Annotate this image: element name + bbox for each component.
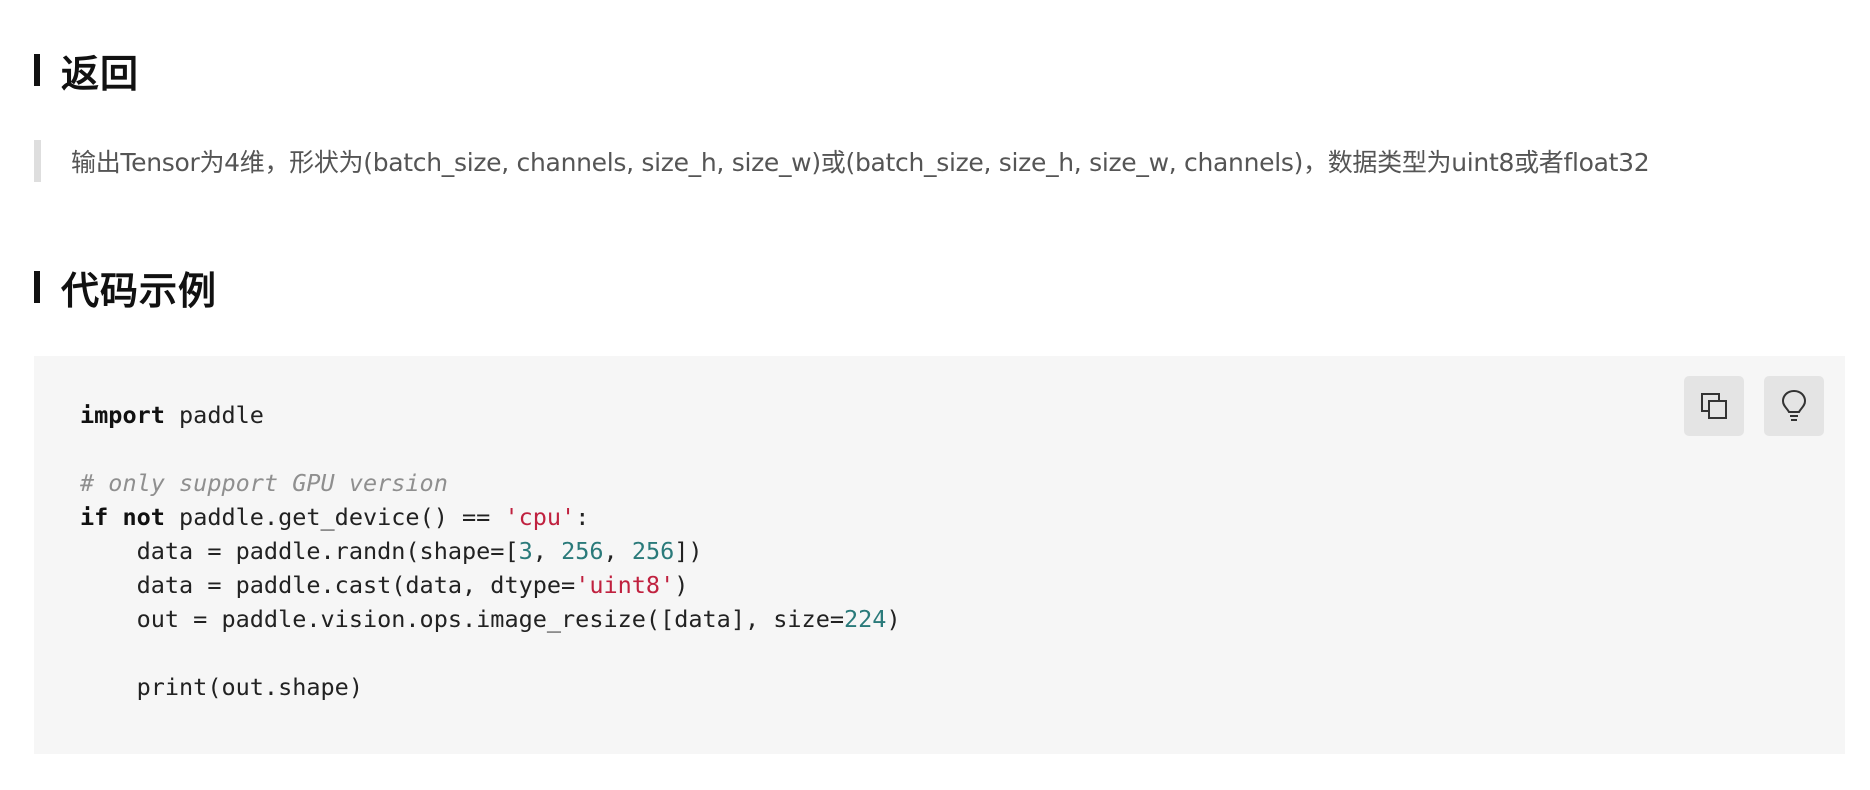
code-line: print(out.shape) (80, 670, 901, 704)
code-line-blank (80, 636, 901, 670)
code-number: 256 (561, 537, 604, 565)
code-number: 256 (631, 537, 675, 565)
code-content: import paddle # only support GPU version i… (80, 398, 901, 704)
copy-code-button[interactable] (1684, 376, 1744, 436)
code-text: data = paddle.cast(data, dtype= (80, 571, 576, 599)
code-text: paddle (164, 401, 264, 429)
code-keyword: if (80, 503, 109, 531)
return-description-blockquote: 输出Tensor为4维，形状为(batch_size, channels, si… (34, 140, 1814, 182)
code-string: 'cpu' (504, 503, 576, 531)
code-text: , (532, 537, 562, 565)
code-line: out = paddle.vision.ops.image_resize([da… (80, 602, 901, 636)
code-text: , (603, 537, 632, 565)
code-line: data = paddle.cast(data, dtype='uint8') (80, 568, 901, 602)
code-line: if not paddle.get_device() == 'cpu': (80, 500, 901, 534)
code-line: # only support GPU version (80, 466, 901, 500)
heading-accent-bar (34, 54, 40, 86)
code-keyword: import (80, 401, 165, 429)
code-toolbar (1684, 376, 1824, 436)
code-text: out = paddle.vision.ops.image_resize([da… (80, 605, 845, 633)
code-line-blank (80, 432, 901, 466)
copy-icon (1701, 393, 1727, 419)
code-line: import paddle (80, 398, 901, 432)
heading-title: 返回 (61, 51, 140, 96)
heading-accent-bar (34, 271, 40, 303)
code-number: 3 (518, 537, 533, 565)
code-number: 224 (844, 605, 887, 633)
code-text: paddle.get_device() == (164, 503, 505, 531)
code-text: ) (674, 571, 689, 599)
code-comment: # only support GPU version (80, 469, 448, 497)
ai-explain-button[interactable] (1764, 376, 1824, 436)
return-description-text: 输出Tensor为4维，形状为(batch_size, channels, si… (71, 148, 1650, 177)
code-line: data = paddle.randn(shape=[3, 256, 256]) (80, 534, 901, 568)
section-heading-return: 返回 (34, 46, 139, 96)
code-block: import paddle # only support GPU version i… (34, 356, 1845, 754)
code-string: 'uint8' (575, 571, 675, 599)
code-text: data = paddle.randn(shape=[ (80, 537, 519, 565)
section-heading-example: 代码示例 (34, 263, 217, 313)
lightbulb-icon (1781, 389, 1807, 421)
code-text (108, 503, 122, 531)
code-text: : (575, 503, 590, 531)
code-text: ]) (674, 537, 703, 565)
heading-title: 代码示例 (61, 268, 218, 313)
code-text: print(out.shape) (80, 673, 363, 701)
code-text: ) (886, 605, 901, 633)
code-keyword: not (122, 503, 165, 531)
